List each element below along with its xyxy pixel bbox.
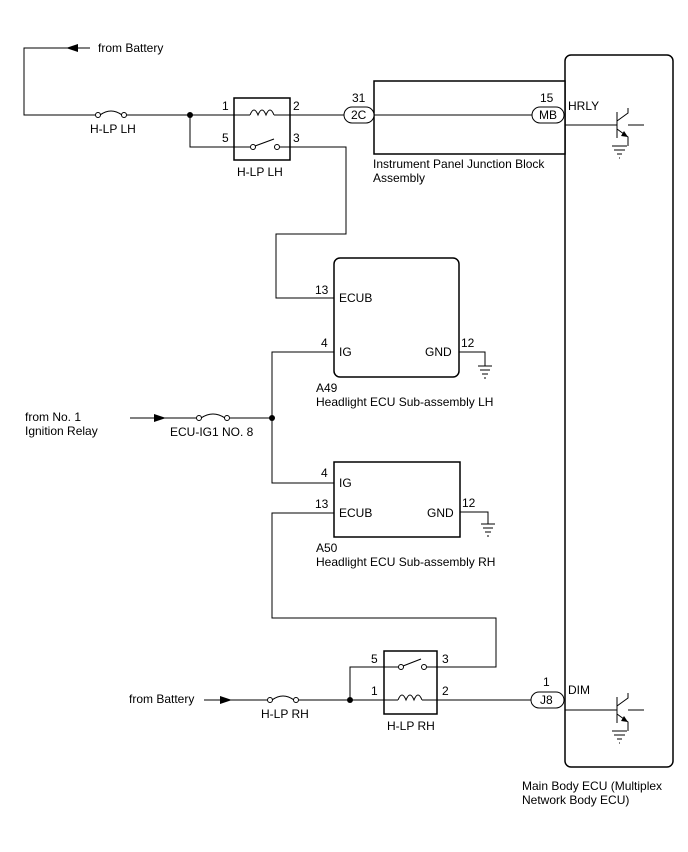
junction-block-name-line1: Instrument Panel Junction Block xyxy=(373,157,545,171)
ecu-lh-ecub-label: ECUB xyxy=(339,291,372,305)
arrow-battery-top-icon xyxy=(66,44,78,52)
ecu-rh-gnd-pin: 12 xyxy=(462,496,476,510)
relay-hlp-lh-box xyxy=(233,97,291,161)
main-ecu-dim-label: DIM xyxy=(568,683,590,697)
ecu-lh-code: A49 xyxy=(316,381,338,395)
fuse-hlp-lh-icon xyxy=(95,110,127,118)
ecu-rh-gnd-label: GND xyxy=(427,506,454,520)
ecu-rh-ecub-pin: 13 xyxy=(315,497,329,511)
relay-hlp-rh-box xyxy=(383,650,438,715)
wire-ecu-lh-gnd xyxy=(459,351,486,366)
ecu-lh-name: Headlight ECU Sub-assembly LH xyxy=(316,395,493,409)
connector-mb-pin: 15 xyxy=(540,91,554,105)
relay-lh-pin5: 5 xyxy=(222,131,229,145)
connector-j8 xyxy=(530,691,565,709)
ground-ecu-lh-icon xyxy=(478,365,492,379)
relay-rh-pin5: 5 xyxy=(371,652,378,666)
transistor-hrly-icon xyxy=(565,108,644,146)
fuse-hlp-rh-label: H-LP RH xyxy=(261,707,309,721)
headlight-ecu-lh-box xyxy=(333,257,460,378)
main-ecu-name-line1: Main Body ECU (Multiplex xyxy=(522,779,662,793)
arrow-battery-bottom-icon xyxy=(220,696,232,704)
ecu-rh-code: A50 xyxy=(316,541,338,555)
ground-dim-icon xyxy=(612,730,627,744)
ecu-rh-ecub-label: ECUB xyxy=(339,506,372,520)
arrow-ig-feed-icon xyxy=(154,414,166,422)
wire-ecub-rh-to-relay-rh xyxy=(271,512,497,668)
relay-rh-coil-icon xyxy=(384,694,437,702)
ecu-lh-ig-pin: 4 xyxy=(321,336,328,350)
ground-ecu-rh-icon xyxy=(481,523,495,537)
relay-rh-switch-icon xyxy=(384,658,437,670)
wire-ig-to-ecu-rh xyxy=(271,418,334,484)
main-ecu-name-line2: Network Body ECU) xyxy=(522,793,629,807)
ecu-lh-ecub-pin: 13 xyxy=(315,283,329,297)
ecu-rh-ig-pin: 4 xyxy=(321,466,328,480)
connector-mb xyxy=(531,106,565,124)
from-battery-bottom-label: from Battery xyxy=(129,692,194,706)
relay-rh-pin3: 3 xyxy=(442,652,449,666)
ecu-rh-ig-label: IG xyxy=(339,476,352,490)
relay-lh-switch-icon xyxy=(234,138,290,150)
relay-rh-pin2: 2 xyxy=(442,684,449,698)
ecu-lh-gnd-label: GND xyxy=(425,345,452,359)
from-ig-relay-line1: from No. 1 xyxy=(25,410,81,424)
connector-j8-pin: 1 xyxy=(543,675,550,689)
relay-lh-pin3: 3 xyxy=(293,131,300,145)
ecu-rh-name: Headlight ECU Sub-assembly RH xyxy=(316,555,495,569)
relay-lh-name: H-LP LH xyxy=(237,165,283,179)
connector-j8-label: J8 xyxy=(540,693,553,707)
relay-rh-name: H-LP RH xyxy=(387,719,435,733)
junction-block-name-line2: Assembly xyxy=(373,171,425,185)
wire-relay-lh-to-ecub-lh xyxy=(275,146,347,299)
wire-ecu-rh-gnd xyxy=(460,511,489,524)
ecu-lh-gnd-pin: 12 xyxy=(461,336,475,350)
relay-rh-pin1: 1 xyxy=(371,684,378,698)
connector-2c-pin: 31 xyxy=(352,91,366,105)
fuse-ecu-ig1-label: ECU-IG1 NO. 8 xyxy=(170,425,254,439)
fuse-hlp-rh-icon xyxy=(267,695,299,703)
wire-splice-to-pin5-rh xyxy=(349,666,384,700)
main-ecu-hrly-label: HRLY xyxy=(568,99,599,113)
connector-2c-label: 2C xyxy=(351,108,367,122)
wire-splice-to-pin5 xyxy=(189,115,234,148)
fuse-ecu-ig1-icon xyxy=(196,413,230,421)
relay-lh-pin1: 1 xyxy=(222,99,229,113)
main-body-ecu-box xyxy=(564,54,674,768)
from-ig-relay-line2: Ignition Relay xyxy=(25,424,98,438)
ground-hrly-icon xyxy=(612,145,627,159)
ecu-lh-ig-label: IG xyxy=(339,345,352,359)
relay-lh-pin2: 2 xyxy=(293,99,300,113)
wire-battery-top xyxy=(23,47,95,116)
fuse-hlp-lh-label: H-LP LH xyxy=(90,122,136,136)
headlight-ecu-rh-box xyxy=(333,461,461,538)
connector-mb-label: MB xyxy=(539,108,557,122)
from-battery-top-label: from Battery xyxy=(98,41,163,55)
relay-lh-coil-icon xyxy=(234,109,290,117)
wire-ig-to-ecu-lh xyxy=(271,351,334,418)
transistor-dim-icon xyxy=(565,693,644,731)
